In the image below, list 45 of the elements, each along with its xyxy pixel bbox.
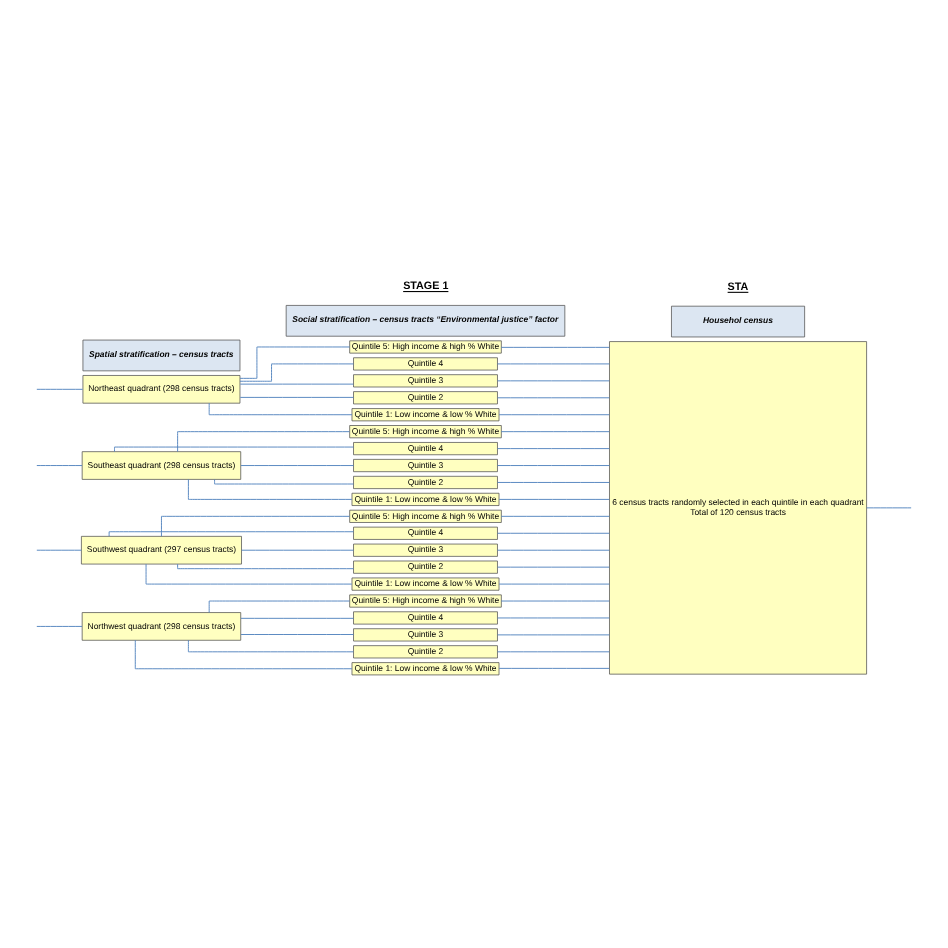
connector	[500, 600, 610, 602]
connector	[214, 479, 354, 485]
connector	[239, 346, 351, 379]
connector	[36, 549, 82, 551]
connector	[500, 431, 610, 433]
connector	[500, 515, 610, 517]
connector	[208, 600, 350, 613]
connector	[36, 625, 83, 627]
connector	[498, 414, 610, 416]
connector	[497, 566, 610, 568]
connector	[187, 479, 353, 500]
connector	[208, 402, 353, 416]
connector	[497, 617, 610, 619]
connector	[497, 465, 610, 466]
connector	[239, 396, 354, 398]
connector	[145, 563, 353, 585]
connector	[241, 549, 354, 551]
connector	[36, 388, 84, 390]
connector	[177, 563, 354, 570]
connector	[497, 651, 610, 653]
connector	[240, 617, 354, 619]
connector	[497, 634, 610, 636]
connector	[36, 465, 83, 466]
connector	[239, 383, 354, 385]
connector	[114, 446, 354, 452]
connector	[497, 549, 610, 551]
connector	[497, 380, 610, 382]
connector	[108, 531, 354, 537]
connector	[497, 363, 610, 365]
connector	[497, 397, 610, 399]
connector	[497, 532, 610, 534]
connector	[177, 431, 350, 452]
connector	[240, 634, 354, 635]
connector	[134, 639, 353, 670]
connector	[239, 363, 354, 382]
connector	[498, 583, 610, 585]
connector	[161, 515, 350, 537]
connector	[498, 498, 610, 500]
connector	[498, 667, 610, 669]
connector	[240, 465, 354, 466]
connector	[500, 346, 610, 348]
connector	[497, 482, 610, 483]
connector	[866, 507, 912, 509]
connector	[497, 448, 610, 450]
connector	[187, 639, 354, 653]
